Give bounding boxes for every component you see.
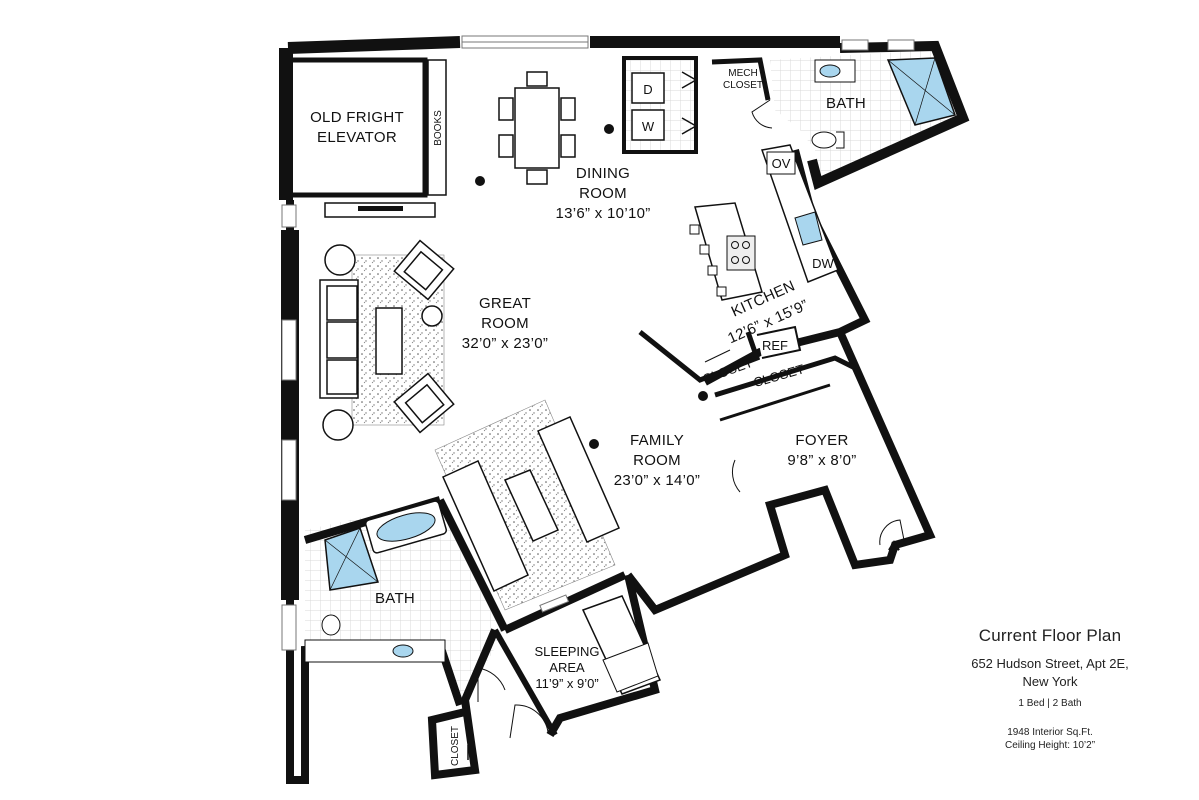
- closet-foyer-label: CLOSET: [752, 361, 806, 390]
- mech-closet-wall: [711, 57, 771, 101]
- island-stools: [689, 224, 727, 297]
- column: [698, 391, 708, 401]
- elevator-label-2: ELEVATOR: [317, 129, 397, 146]
- column: [589, 439, 599, 449]
- side-table: [324, 244, 356, 276]
- books-label: BOOKS: [433, 110, 444, 146]
- sqft-text: 1948 Interior Sq.Ft.: [1007, 727, 1093, 738]
- dining-label-2: ROOM: [579, 185, 627, 202]
- dishwasher-label: DW: [812, 256, 834, 271]
- bookshelf: [427, 59, 447, 196]
- bathtub-basin: [376, 512, 436, 542]
- elevator-label-1: OLD FRIGHT: [310, 109, 404, 126]
- foyer-closet-wall: [719, 383, 831, 422]
- foyer-dims: 9’8” x 8’0”: [787, 452, 856, 469]
- great-dims: 32’0” x 23’0”: [462, 335, 548, 352]
- great-label-1: GREAT: [479, 295, 531, 312]
- dining-dims: 13’6” x 10’10”: [555, 205, 650, 222]
- bath-left-label: BATH: [375, 590, 415, 607]
- dining-label-1: DINING: [576, 165, 630, 182]
- sleeping-window: [539, 594, 570, 613]
- bath-top-label: BATH: [826, 95, 866, 112]
- column: [604, 124, 614, 134]
- sleeping-door[interactable]: [509, 704, 549, 739]
- oven-label: OV: [772, 156, 791, 171]
- windows: [281, 35, 915, 651]
- bath-top-toilet: [811, 131, 845, 149]
- vanity-sink: [392, 644, 414, 658]
- closet-kitchen-label: CLOSET: [700, 355, 754, 387]
- dining-table: [498, 71, 576, 185]
- coffee-table: [375, 307, 403, 375]
- plan-title: Current Floor Plan: [978, 626, 1122, 645]
- sleeping-label-1: SLEEPING: [534, 644, 599, 659]
- entry-door[interactable]: [879, 519, 906, 546]
- family-label-2: ROOM: [633, 452, 681, 469]
- side-table: [322, 409, 354, 441]
- fridge-label: REF: [762, 338, 788, 353]
- family-label-1: FAMILY: [630, 432, 684, 449]
- closet-bottom-label: CLOSET: [450, 726, 461, 766]
- mech-door[interactable]: [751, 99, 773, 129]
- column: [475, 176, 485, 186]
- cooktop: [726, 235, 756, 271]
- address-line-1: 652 Hudson Street, Apt 2E,: [971, 656, 1129, 671]
- address: 652 Hudson Street, Apt 2E, New York: [920, 655, 1180, 691]
- tv: [358, 206, 403, 211]
- foyer-label: FOYER: [795, 432, 848, 449]
- kitchen-closet-wall: [638, 330, 761, 383]
- area-info: 1948 Interior Sq.Ft. Ceiling Height: 10’…: [920, 726, 1180, 752]
- elevator-shaft: [287, 57, 428, 198]
- side-table: [421, 305, 443, 327]
- bath-top-sink-basin: [819, 64, 841, 78]
- armchair: [393, 372, 455, 434]
- great-label-2: ROOM: [481, 315, 529, 332]
- washer-label: W: [642, 119, 655, 134]
- foyer-door[interactable]: [731, 459, 741, 493]
- bath-left-door[interactable]: [477, 667, 506, 702]
- address-line-2: New York: [1022, 674, 1078, 689]
- kitchen-sink: [794, 211, 823, 246]
- bath-left-toilet: [321, 614, 341, 636]
- ceiling-text: Ceiling Height: 10’2”: [1004, 740, 1096, 751]
- mech-label-2: CLOSET: [723, 80, 763, 91]
- fridge-box: [756, 325, 802, 359]
- kitchen-closet-door[interactable]: [704, 349, 731, 363]
- beds-baths: 1 Bed | 2 Bath: [1018, 698, 1082, 709]
- mech-label-1: MECH: [728, 68, 757, 79]
- laundry: [622, 56, 698, 154]
- family-dims: 23’0” x 14’0”: [614, 472, 700, 489]
- vanity: [304, 639, 446, 663]
- sleeping-dims: 11’9” x 9’0”: [535, 676, 598, 691]
- foyer-closet-wall: [714, 355, 857, 398]
- family-sofa: [442, 416, 620, 593]
- sofa: [319, 279, 359, 399]
- bed-pillow: [602, 642, 659, 693]
- sleeping-label-2: AREA: [549, 660, 585, 675]
- family-coffee-table: [503, 469, 560, 542]
- arrow-up-icon: [888, 540, 900, 556]
- kitchen-counter: [761, 144, 839, 283]
- armchair: [393, 239, 455, 301]
- dryer-label: D: [643, 82, 652, 97]
- oven: [766, 151, 796, 175]
